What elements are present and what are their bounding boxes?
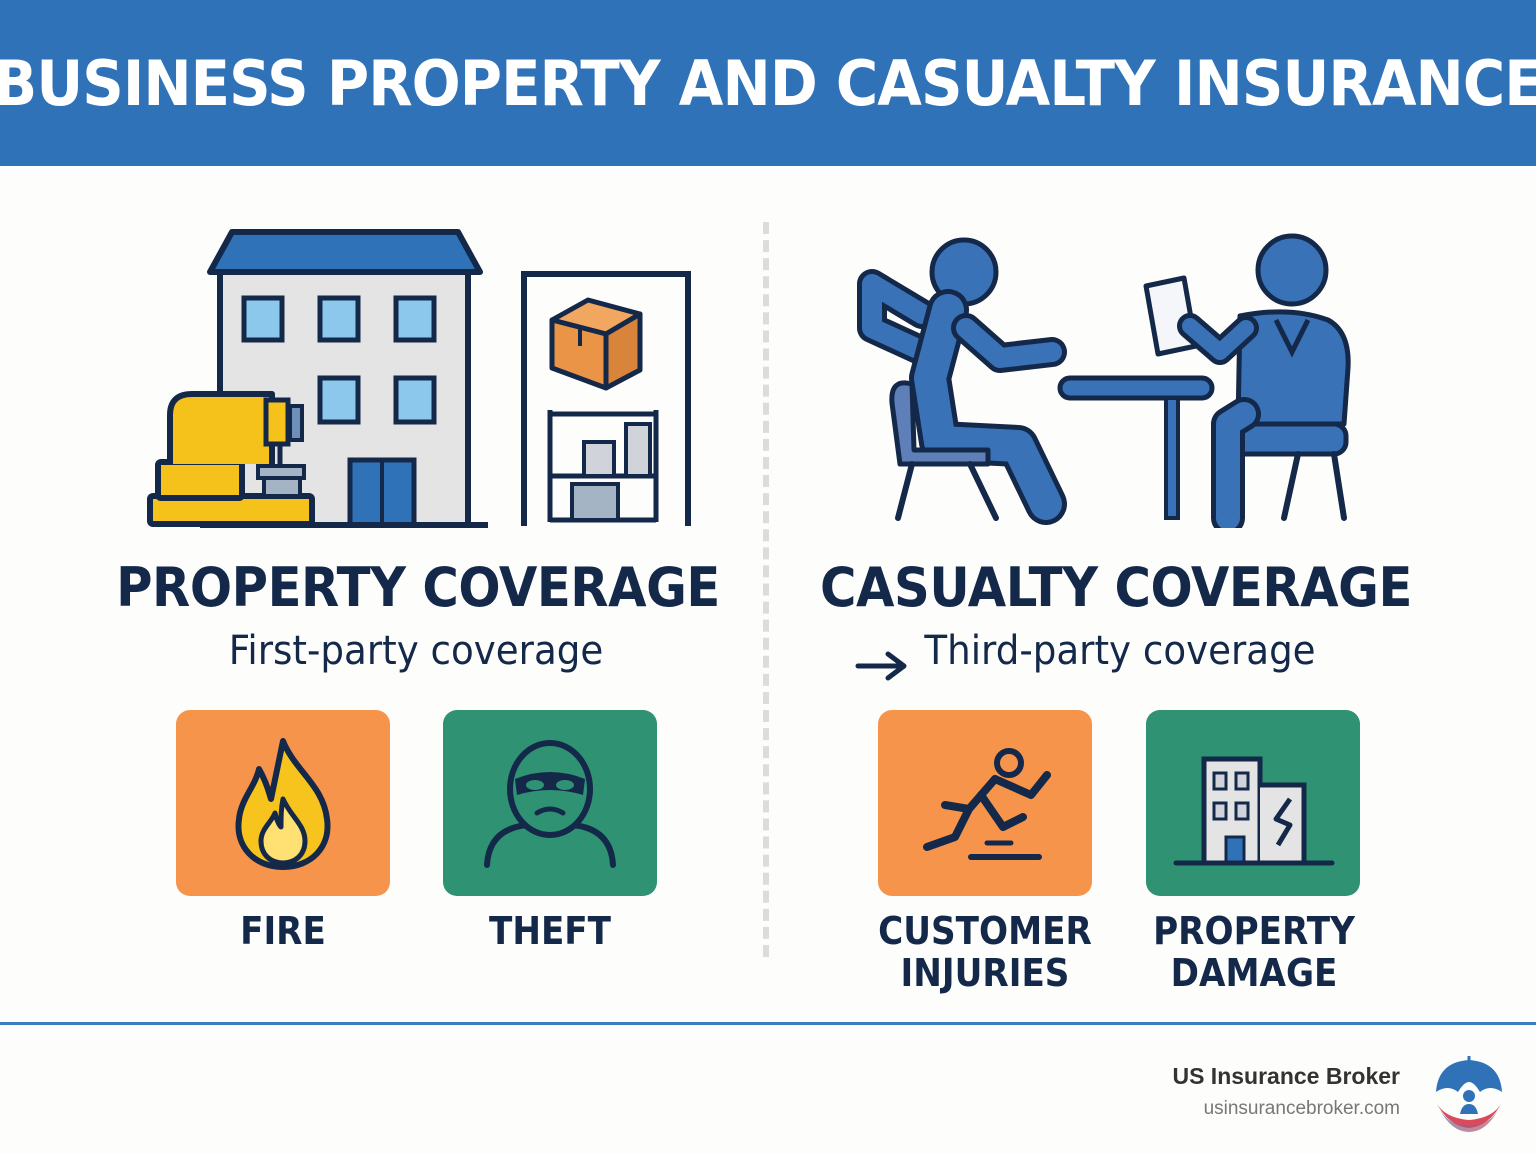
slip-fall-icon — [923, 748, 1051, 860]
customer-seated-icon — [857, 237, 1067, 525]
footer-divider — [0, 1022, 1536, 1025]
fire-icon — [235, 738, 331, 870]
page-title: BUSINESS PROPERTY AND CASUALTY INSURANCE — [0, 46, 1536, 120]
casualty-coverage-subtitle: Third-party coverage — [924, 628, 1316, 674]
header-banner: BUSINESS PROPERTY AND CASUALTY INSURANCE — [0, 0, 1536, 166]
property-damage-label-line2: DAMAGE — [1170, 951, 1338, 995]
section-divider — [763, 222, 769, 957]
umbrella-logo-icon — [1436, 1056, 1502, 1132]
fire-tile — [176, 710, 390, 896]
casualty-illustration — [850, 228, 1370, 535]
property-damage-tile — [1146, 710, 1360, 896]
customer-injuries-label-line2: INJURIES — [900, 951, 1070, 995]
customer-injuries-label: CUSTOMER INJURIES — [868, 910, 1102, 994]
brand-name: US Insurance Broker — [1172, 1063, 1400, 1089]
casualty-coverage-title: CASUALTY COVERAGE — [820, 556, 1412, 619]
brand-url: usinsurancebroker.com — [1203, 1098, 1400, 1119]
building-icon — [200, 229, 488, 528]
machine-icon — [147, 391, 315, 527]
property-coverage-title: PROPERTY COVERAGE — [116, 556, 720, 619]
agent-clipboard-icon — [1143, 233, 1351, 535]
customer-injuries-label-line1: CUSTOMER — [878, 909, 1092, 953]
table-icon — [1057, 375, 1215, 520]
property-illustration — [140, 220, 700, 544]
property-damage-label: PROPERTY DAMAGE — [1137, 910, 1371, 994]
warehouse-shelf-icon — [521, 271, 691, 526]
property-damage-label-line1: PROPERTY — [1153, 909, 1355, 953]
damaged-building-icon — [1173, 756, 1335, 866]
thief-icon — [484, 740, 616, 868]
fire-label: FIRE — [240, 909, 326, 953]
theft-label: THEFT — [488, 909, 612, 953]
customer-injuries-tile — [878, 710, 1092, 896]
property-coverage-subtitle: First-party coverage — [228, 628, 604, 674]
arrow-right-icon — [855, 651, 907, 681]
theft-tile — [443, 710, 657, 896]
box-icon — [549, 297, 643, 391]
